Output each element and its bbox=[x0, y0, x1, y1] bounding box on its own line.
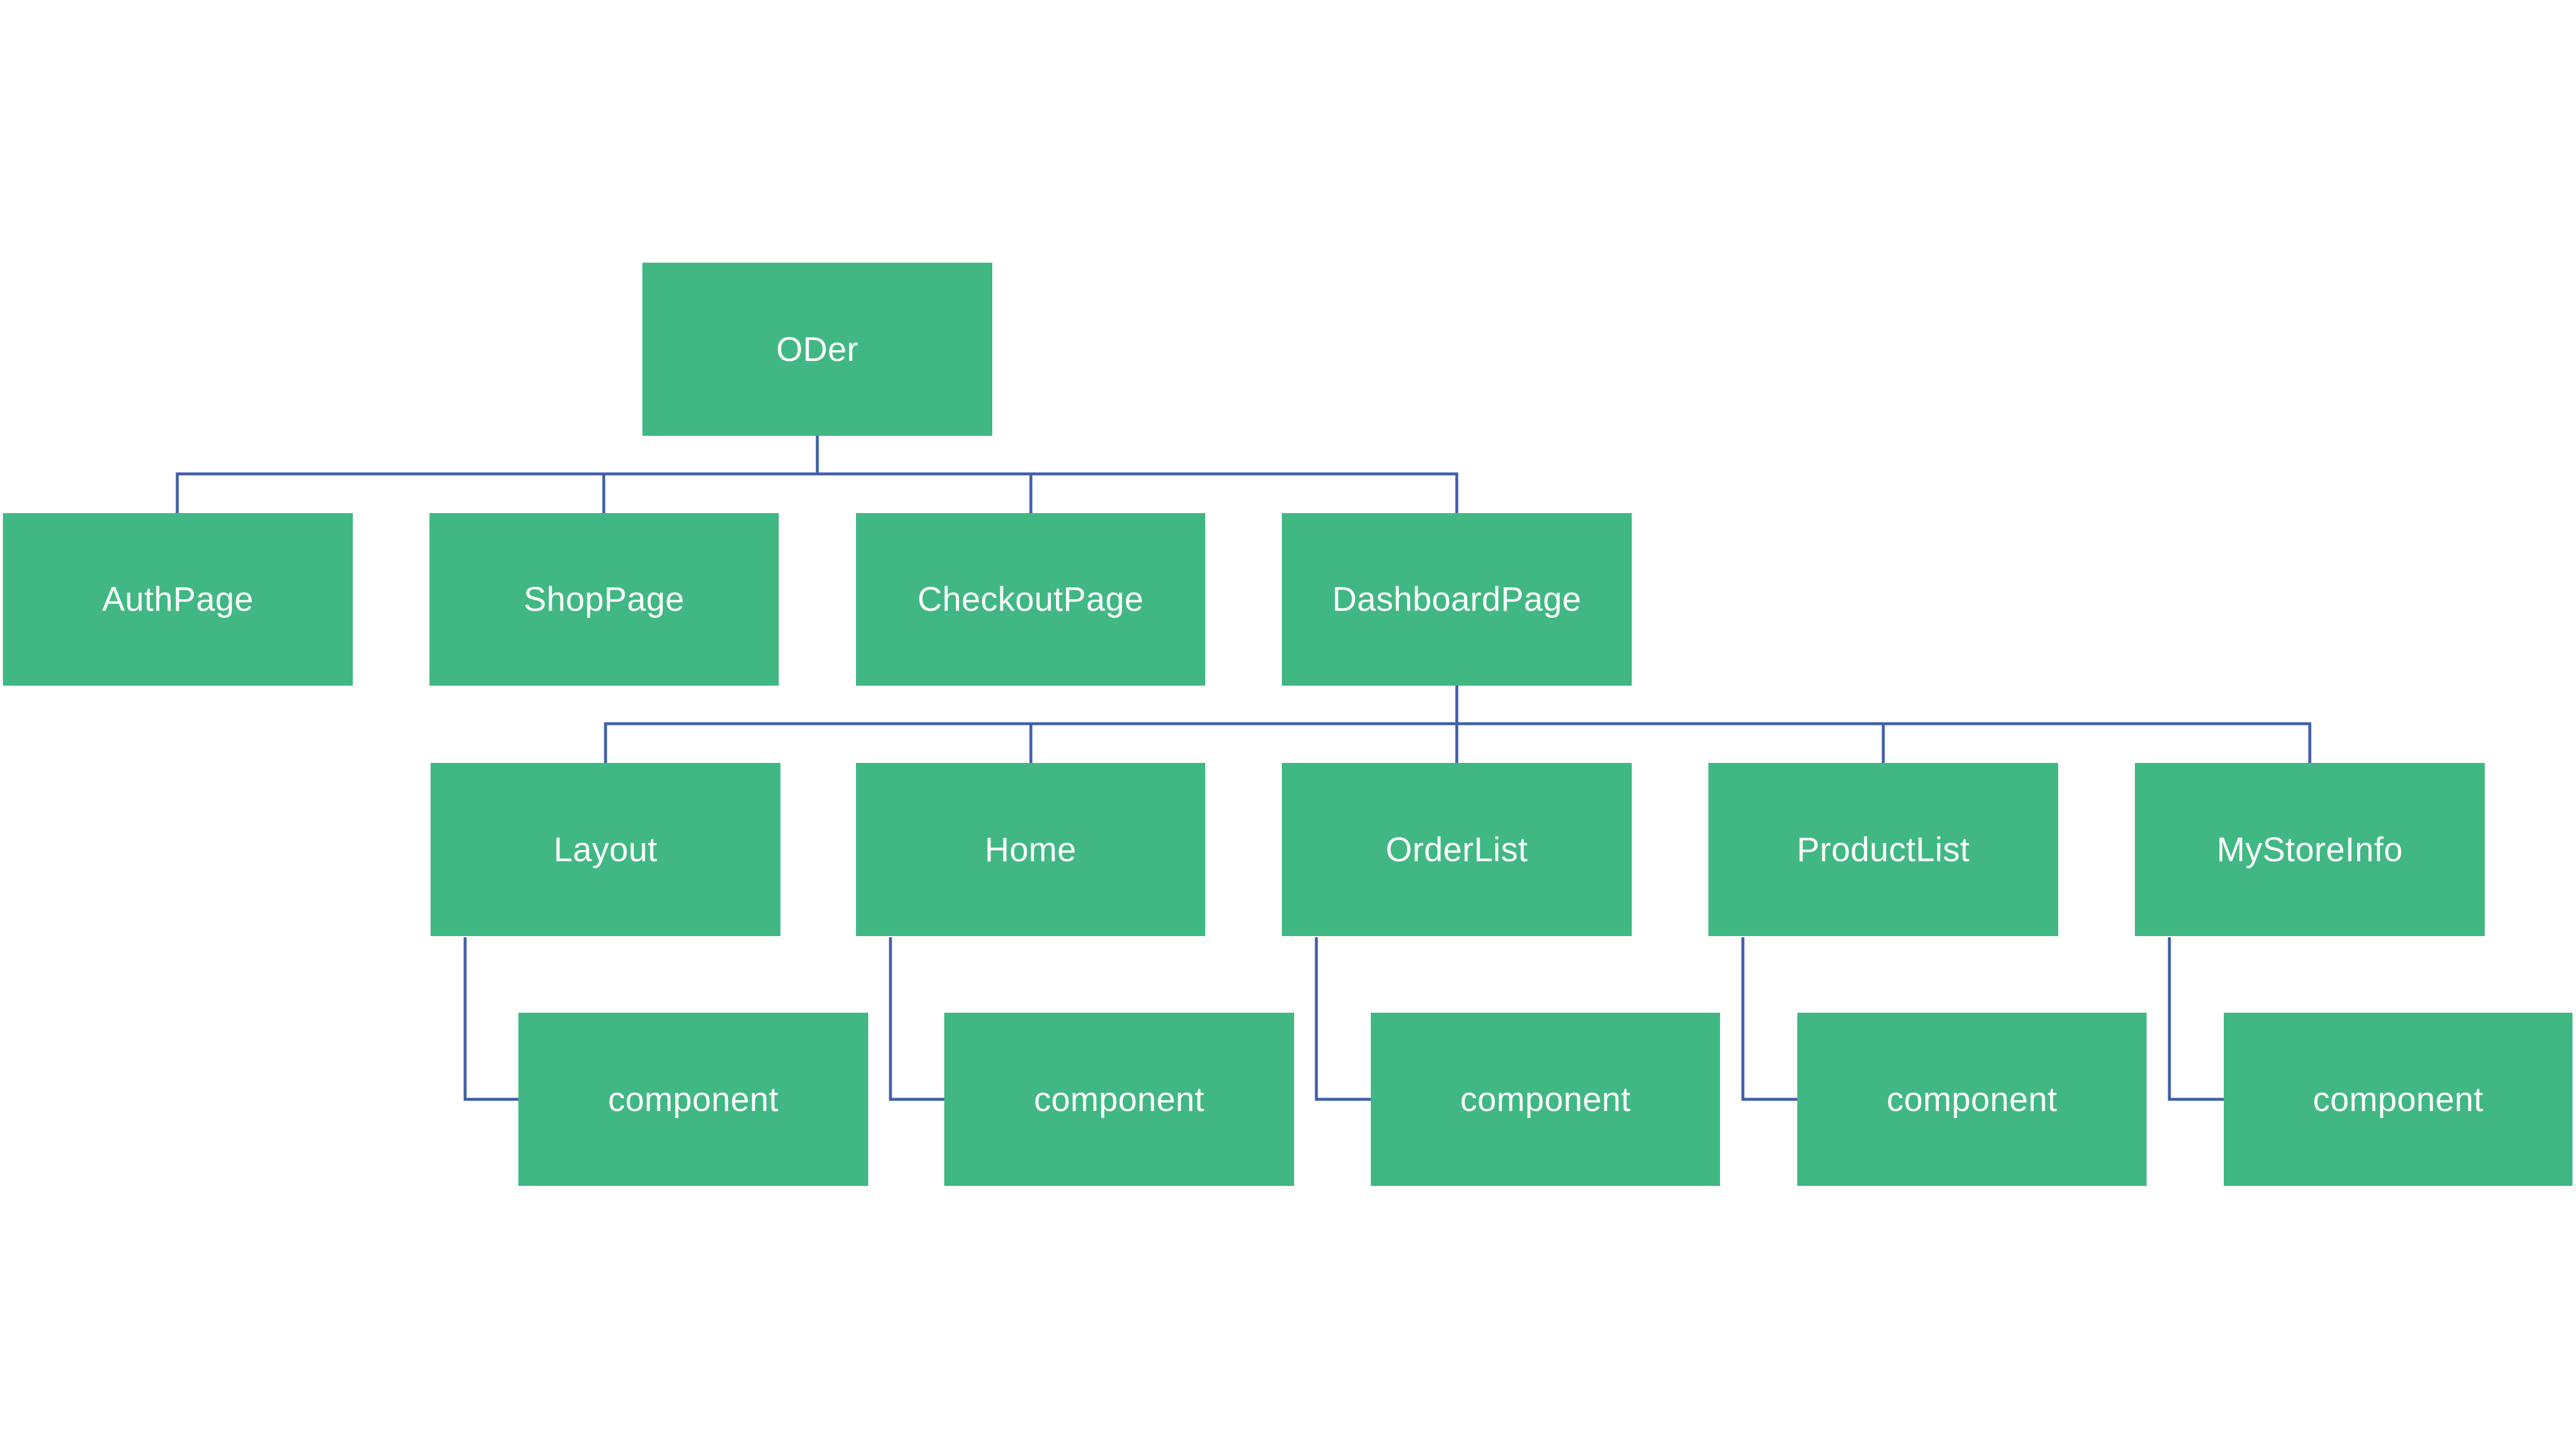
node-layout: Layout bbox=[431, 763, 780, 936]
node-checkoutpage: CheckoutPage bbox=[856, 513, 1205, 686]
node-productlist-component: component bbox=[1797, 1013, 2147, 1186]
node-shoppage-label: ShopPage bbox=[524, 580, 685, 618]
node-home-component: component bbox=[944, 1013, 1294, 1186]
node-orderlist-label: OrderList bbox=[1385, 830, 1528, 869]
node-dashboardpage-label: DashboardPage bbox=[1332, 580, 1581, 618]
node-root-label: ODer bbox=[776, 330, 859, 369]
node-home-label: Home bbox=[985, 830, 1077, 869]
node-authpage-label: AuthPage bbox=[102, 580, 254, 618]
connector-orderlist-component bbox=[1315, 937, 1371, 1101]
node-shoppage: ShopPage bbox=[429, 513, 779, 686]
node-checkoutpage-label: CheckoutPage bbox=[917, 580, 1144, 618]
node-dashboardpage: DashboardPage bbox=[1282, 513, 1632, 686]
node-layout-component-label: component bbox=[608, 1080, 779, 1119]
connector-home-component bbox=[889, 937, 944, 1101]
node-productlist-label: ProductList bbox=[1797, 830, 1970, 869]
node-layout-component: component bbox=[518, 1013, 868, 1186]
connector-layout-component bbox=[463, 937, 518, 1101]
node-root: ODer bbox=[642, 263, 992, 436]
node-layout-label: Layout bbox=[553, 830, 658, 869]
node-mystoreinfo-component-label: component bbox=[2313, 1080, 2484, 1119]
node-mystoreinfo: MyStoreInfo bbox=[2135, 763, 2485, 936]
node-mystoreinfo-component: component bbox=[2224, 1013, 2572, 1186]
node-authpage: AuthPage bbox=[3, 513, 353, 686]
node-home-component-label: component bbox=[1034, 1080, 1205, 1119]
node-productlist-component-label: component bbox=[1886, 1080, 2058, 1119]
connector-productlist-component bbox=[1741, 937, 1797, 1101]
node-orderlist-component-label: component bbox=[1460, 1080, 1631, 1119]
node-orderlist: OrderList bbox=[1282, 763, 1632, 936]
node-orderlist-component: component bbox=[1371, 1013, 1720, 1186]
node-productlist: ProductList bbox=[1708, 763, 2058, 936]
connector-mystoreinfo-component bbox=[2168, 937, 2224, 1101]
node-home: Home bbox=[856, 763, 1205, 936]
node-mystoreinfo-label: MyStoreInfo bbox=[2216, 830, 2403, 869]
